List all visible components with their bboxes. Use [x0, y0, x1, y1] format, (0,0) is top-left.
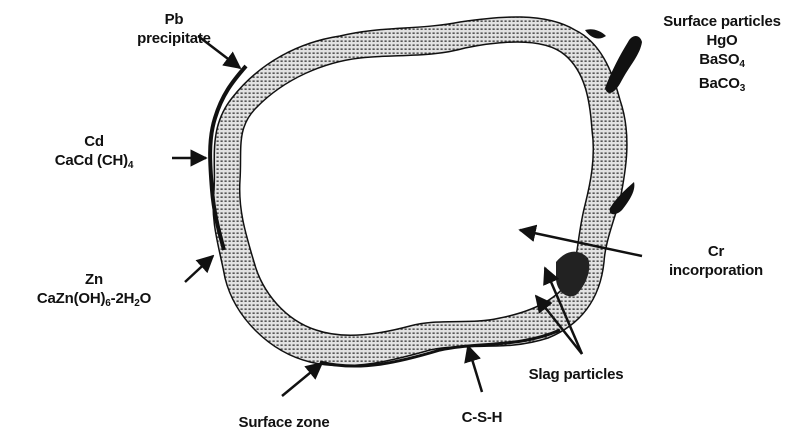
surface-particles-label: Surface particles HgO BaSO4 BaCO3: [648, 12, 796, 98]
cd-label: Cd CaCd (CH)4: [24, 132, 164, 175]
cr-label-line-2: incorporation: [650, 261, 782, 280]
zn-label-line-1: Zn: [6, 270, 182, 289]
pb-label-line-2: precipitate: [126, 29, 222, 48]
surface-zone-label: Surface zone: [214, 413, 354, 432]
surface-particle-baco3: BaCO3: [648, 74, 796, 98]
cd-label-line-2: CaCd (CH)4: [24, 151, 164, 175]
surface-particle-baso4: BaSO4: [648, 50, 796, 74]
csh-arrow: [468, 346, 482, 392]
surface-particle-blob-2: [585, 29, 606, 38]
surface-zone-arrow: [282, 363, 322, 396]
surface-particle-blob-1: [605, 36, 642, 93]
pb-label-line-1: Pb: [126, 10, 222, 29]
surface-particles-title: Surface particles: [648, 12, 796, 31]
surface-particle-hgo: HgO: [648, 31, 796, 50]
slag-particles-label: Slag particles: [506, 365, 646, 384]
cd-label-line-1: Cd: [24, 132, 164, 151]
cr-incorporation-label: Cr incorporation: [650, 242, 782, 280]
pb-precipitate-label: Pb precipitate: [126, 10, 222, 48]
csh-label: C-S-H: [442, 408, 522, 427]
zn-label: Zn CaZn(OH)6-2H2O: [6, 270, 182, 313]
zn-arrow: [185, 256, 213, 282]
cr-label-line-1: Cr: [650, 242, 782, 261]
zn-label-line-2: CaZn(OH)6-2H2O: [6, 289, 182, 313]
